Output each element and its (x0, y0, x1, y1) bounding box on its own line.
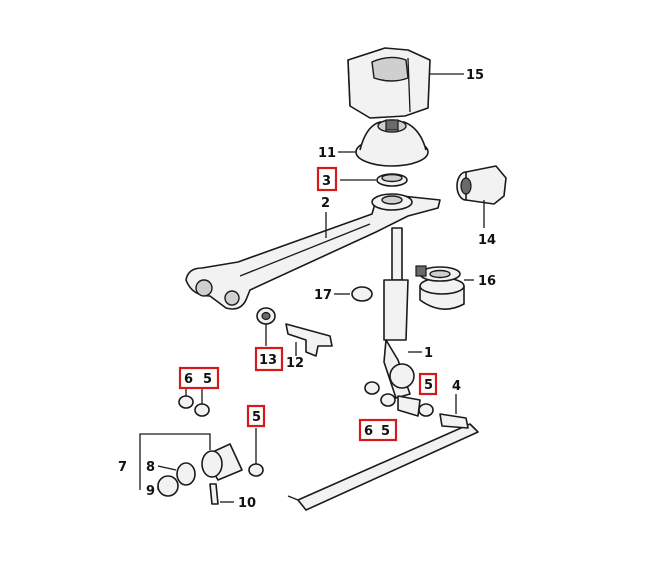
washer-6-left (178, 395, 194, 409)
part-joint (397, 395, 421, 417)
highlight-13 (254, 346, 284, 372)
callout-5-mid: 5 (252, 410, 261, 425)
washer-5-mid (248, 463, 264, 477)
part-bushing-13 (256, 307, 276, 325)
callout-6-right: 6 (364, 424, 373, 439)
callout-17: 17 (314, 288, 332, 303)
part-ring-3 (376, 173, 408, 187)
callout-16: 16 (478, 274, 496, 289)
part-shift-boot (347, 47, 431, 119)
callout-4: 4 (452, 379, 461, 394)
highlight-6-5-left (178, 366, 220, 390)
highlight-6-5-right (358, 418, 398, 442)
callout-11: 11 (318, 146, 336, 161)
callout-5-bottom: 5 (381, 424, 390, 439)
callout-10: 10 (238, 496, 256, 511)
washer-5-rod (418, 403, 434, 417)
callout-12: 12 (286, 356, 304, 371)
highlight-3 (316, 166, 338, 192)
part-bushing (456, 165, 507, 205)
washer-5-left (194, 403, 210, 417)
callout-5-right: 5 (424, 378, 433, 393)
callout-14: 14 (478, 233, 496, 248)
washer-6-right (364, 381, 380, 395)
part-selector-rod (287, 413, 479, 511)
highlight-5-mid (246, 404, 266, 428)
highlight-5-right (418, 372, 438, 396)
part-o-ring (351, 286, 373, 302)
callout-6-left: 6 (184, 372, 193, 387)
washer-5-right (380, 393, 396, 407)
part-shift-arm (185, 193, 441, 310)
callout-8: 8 (146, 460, 155, 475)
callout-5-left: 5 (203, 372, 212, 387)
part-shift-rod (383, 227, 415, 399)
callout-1: 1 (424, 346, 433, 361)
part-bracket-12 (285, 323, 333, 357)
callout-3: 3 (322, 174, 331, 189)
part-dust-cover (355, 119, 429, 167)
callout-2: 2 (321, 196, 330, 211)
callout-7: 7 (118, 460, 127, 475)
part-joint-group (157, 443, 243, 505)
part-clamp-bushing (415, 265, 465, 310)
callout-15: 15 (466, 68, 484, 83)
callout-9: 9 (146, 484, 155, 499)
callout-13: 13 (259, 353, 277, 368)
